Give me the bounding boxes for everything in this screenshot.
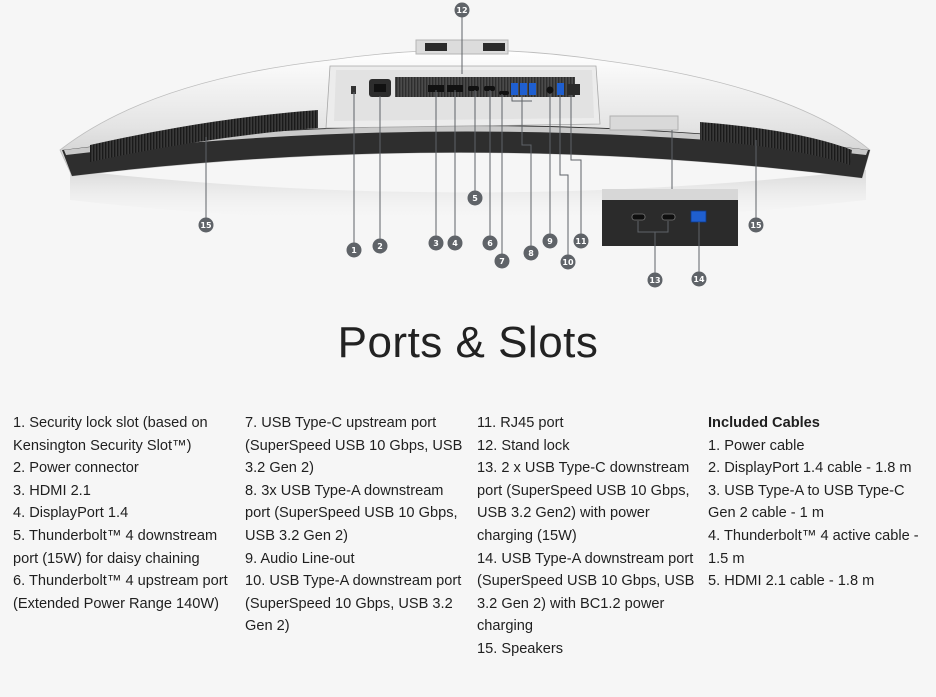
thunderbolt-up-port [484,86,495,91]
column-1: 1. Security lock slot (based on Kensingt… [13,412,238,615]
thunderbolt-down-port [468,86,479,91]
svg-text:8: 8 [528,249,534,258]
list-item: 14. USB Type-A downstream port (SuperSpe… [477,550,695,635]
right-speaker-grille [700,122,852,165]
svg-text:4: 4 [452,239,458,248]
port-cluster [351,77,580,97]
list-item: 10. USB Type-A downstream port (SuperSpe… [245,573,462,635]
included-cables-heading: Included Cables [708,415,820,431]
monitor-bottom-edge [62,125,870,178]
port-descriptions: 1. Security lock slot (based on Kensingt… [0,412,936,697]
rj45-port [567,84,580,95]
security-slot [351,86,356,94]
list-item: 8. 3x USB Type-A downstream port (SuperS… [245,482,458,544]
list-item: 7. USB Type-C upstream port (SuperSpeed … [245,415,463,477]
inset-usba-port [690,210,707,223]
list-item: 12. Stand lock [477,437,570,454]
list-item: 2. Power connector [13,460,139,477]
callout-2: 2 [372,238,388,254]
list-item: 3. USB Type-A to USB Type-C Gen 2 cable … [708,482,905,522]
displayport-port [447,85,463,92]
list-item: 4. Thunderbolt™ 4 active cable - 1.5 m [708,527,919,567]
svg-text:10: 10 [562,258,574,267]
list-item: 15. Speakers [477,640,563,657]
callout-5: 5 [467,190,483,206]
svg-text:6: 6 [487,239,493,248]
list-item: 11. RJ45 port [477,415,564,431]
callout-4: 4 [447,235,463,251]
usba-port-3 [529,83,536,95]
column-3: 11. RJ45 port 12. Stand lock 13. 2 x USB… [477,412,702,661]
callout-leader-lines [205,17,757,273]
column-4-included-cables: Included Cables 1. Power cable 2. Displa… [708,412,933,593]
callout-6: 6 [482,235,498,251]
svg-text:5: 5 [472,194,478,203]
callout-15: 15 [198,217,214,233]
usba-port-1 [511,83,518,95]
svg-text:13: 13 [649,276,660,285]
svg-text:3: 3 [433,239,439,248]
list-item: 13. 2 x USB Type-C downstream port (Supe… [477,460,690,544]
list-item: 5. Thunderbolt™ 4 downstream port (15W) … [13,527,218,567]
side-tab [609,115,679,131]
callout-11: 11 [573,233,589,249]
inset-usbc-port-2 [661,213,676,221]
svg-text:11: 11 [575,237,587,246]
list-item: 5. HDMI 2.1 cable - 1.8 m [708,573,875,590]
left-speaker-grille [90,110,318,162]
callout-3: 3 [428,235,444,251]
svg-text:2: 2 [377,242,383,251]
usbc-upstream-port [499,91,509,95]
svg-text:12: 12 [456,6,467,15]
svg-text:15: 15 [750,221,762,230]
svg-text:9: 9 [547,237,553,246]
svg-text:15: 15 [200,221,212,230]
callout-9: 9 [542,233,558,249]
callout-1: 1 [346,242,362,258]
hdmi-port [428,85,444,92]
svg-text:1: 1 [351,246,357,255]
list-item: 4. DisplayPort 1.4 [13,505,129,522]
list-item: 1. Security lock slot (based on Kensingt… [13,415,208,454]
callout-10: 10 [560,254,576,270]
callout-12: 12 [454,2,470,18]
list-item: 1. Power cable [708,437,805,454]
list-item: 9. Audio Line-out [245,550,355,567]
svg-text:7: 7 [499,257,505,266]
page-title: Ports & Slots [337,318,599,367]
column-2: 7. USB Type-C upstream port (SuperSpeed … [245,412,470,638]
list-item: 6. Thunderbolt™ 4 upstream port (Extende… [13,573,228,612]
audio-out-port [546,86,554,94]
usba-port-2 [520,83,527,95]
inset-usbc-port-1 [631,213,646,221]
list-item: 2. DisplayPort 1.4 cable - 1.8 m [708,460,912,477]
callout-13: 13 [647,272,663,288]
callout-8: 8 [523,245,539,261]
callout-7: 7 [494,253,510,269]
bottom-ports-inset [602,189,738,246]
callout-15: 15 [748,217,764,233]
svg-text:14: 14 [693,275,705,284]
callout-14: 14 [691,271,707,287]
list-item: 3. HDMI 2.1 [13,482,91,499]
usba-port-4 [557,83,564,95]
